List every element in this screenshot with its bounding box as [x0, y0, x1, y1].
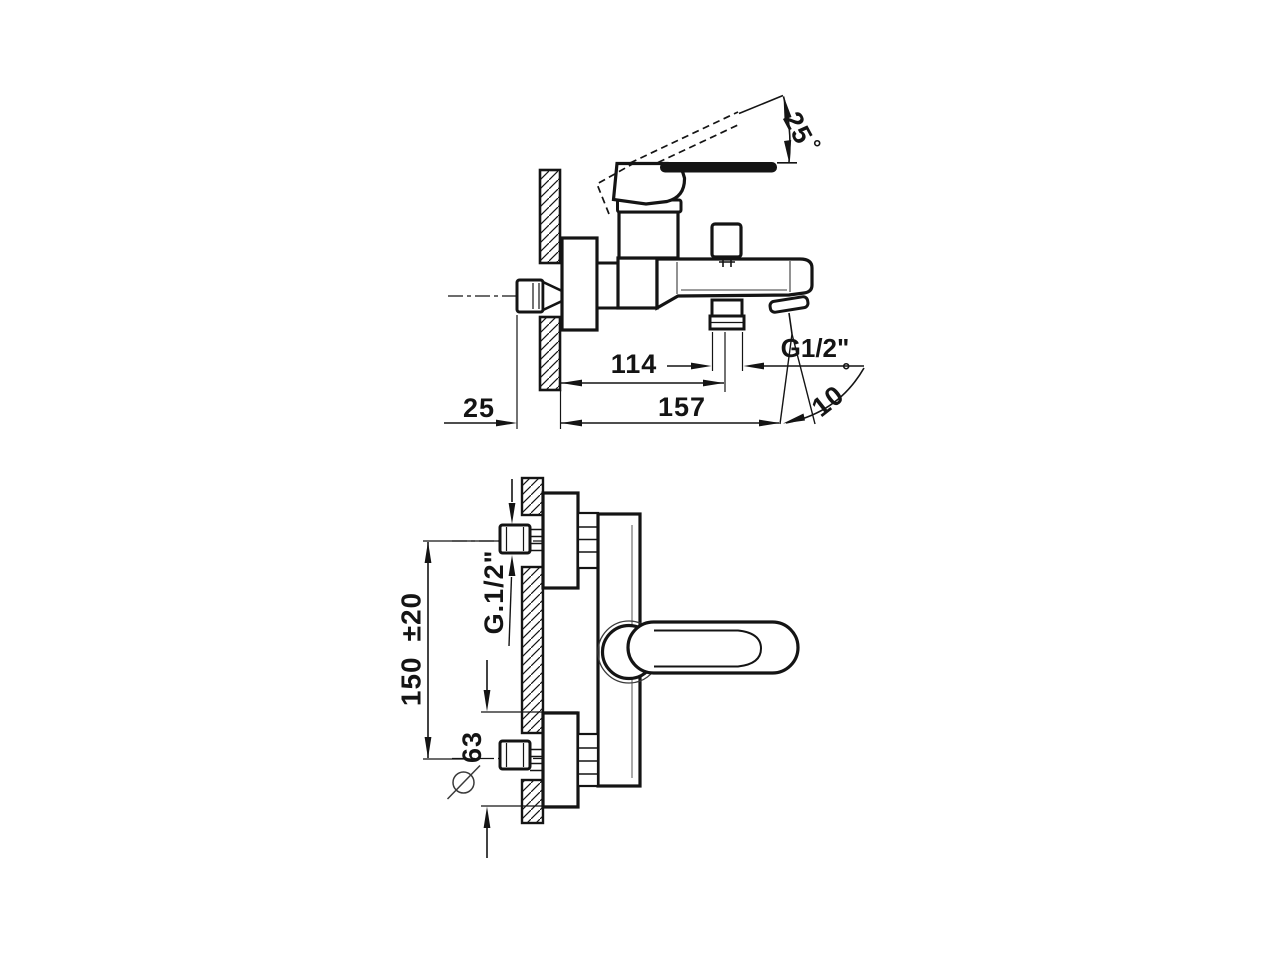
top-nut-thread: [530, 528, 543, 552]
handle-angle-construction: [595, 94, 797, 215]
dim-63-label: 63: [457, 731, 487, 763]
outlet-thread-label: G1/2": [781, 333, 850, 363]
escutcheon-side: [560, 236, 599, 332]
dim-150-label: 150 ±20: [396, 592, 427, 706]
inlet-block: [616, 256, 659, 310]
dimension-150: [423, 540, 500, 760]
diverter-knob: [710, 222, 743, 259]
spout-angle-construction: [779, 312, 865, 425]
top-nut-facets: [505, 527, 525, 551]
wall-strip-bottom: [520, 778, 545, 825]
wall-strip-top: [520, 476, 545, 517]
top-body-thread-lines: [578, 526, 598, 553]
connection-thread-label: G.1/2": [479, 550, 509, 635]
front-view: G.1/2" 150 ±20 63: [396, 476, 800, 858]
eccentric-nut-facets: [532, 283, 540, 309]
top-escutcheon: [541, 491, 580, 590]
spout-detail-lines: [676, 261, 791, 294]
dim-25-label: 25: [463, 393, 495, 423]
top-nut: [498, 523, 532, 555]
bottom-body-thread: [576, 732, 600, 788]
dimension-25-157: [444, 315, 780, 429]
spout-body: [655, 257, 814, 311]
supply-pipe: [595, 261, 620, 310]
dimension-connection-thread: [508, 479, 516, 647]
wall-section-lower: [538, 315, 562, 392]
dim-114-label: 114: [611, 349, 658, 379]
diverter-stem: [719, 257, 735, 267]
bottom-escutcheon: [541, 711, 580, 809]
diameter-symbol: [446, 764, 481, 800]
bottom-nut: [498, 739, 532, 771]
dimension-63: [446, 660, 578, 858]
shower-outlet-tube: [710, 298, 744, 318]
dimension-outlet-thread: [667, 332, 864, 392]
handle-angle-degree: °: [813, 137, 821, 160]
handle-lever-inner-contour: [654, 629, 763, 668]
top-body-thread: [576, 511, 600, 570]
eccentric-cone: [541, 279, 564, 313]
dimension-114: [561, 379, 724, 387]
wall-strip-middle: [520, 565, 545, 735]
spout-angle-degree: °: [842, 360, 850, 383]
wall-section-upper: [538, 168, 562, 265]
bottom-body-thread-lines: [578, 747, 598, 775]
aerator: [768, 295, 810, 314]
side-view: 25 ° 10 ° G1/2" 114: [444, 94, 865, 429]
valve-body: [617, 210, 680, 260]
bottom-nut-thread: [530, 748, 543, 772]
bottom-nut-facets: [505, 743, 525, 767]
handle-lever: [660, 162, 777, 173]
dim-157-label: 157: [658, 392, 706, 422]
